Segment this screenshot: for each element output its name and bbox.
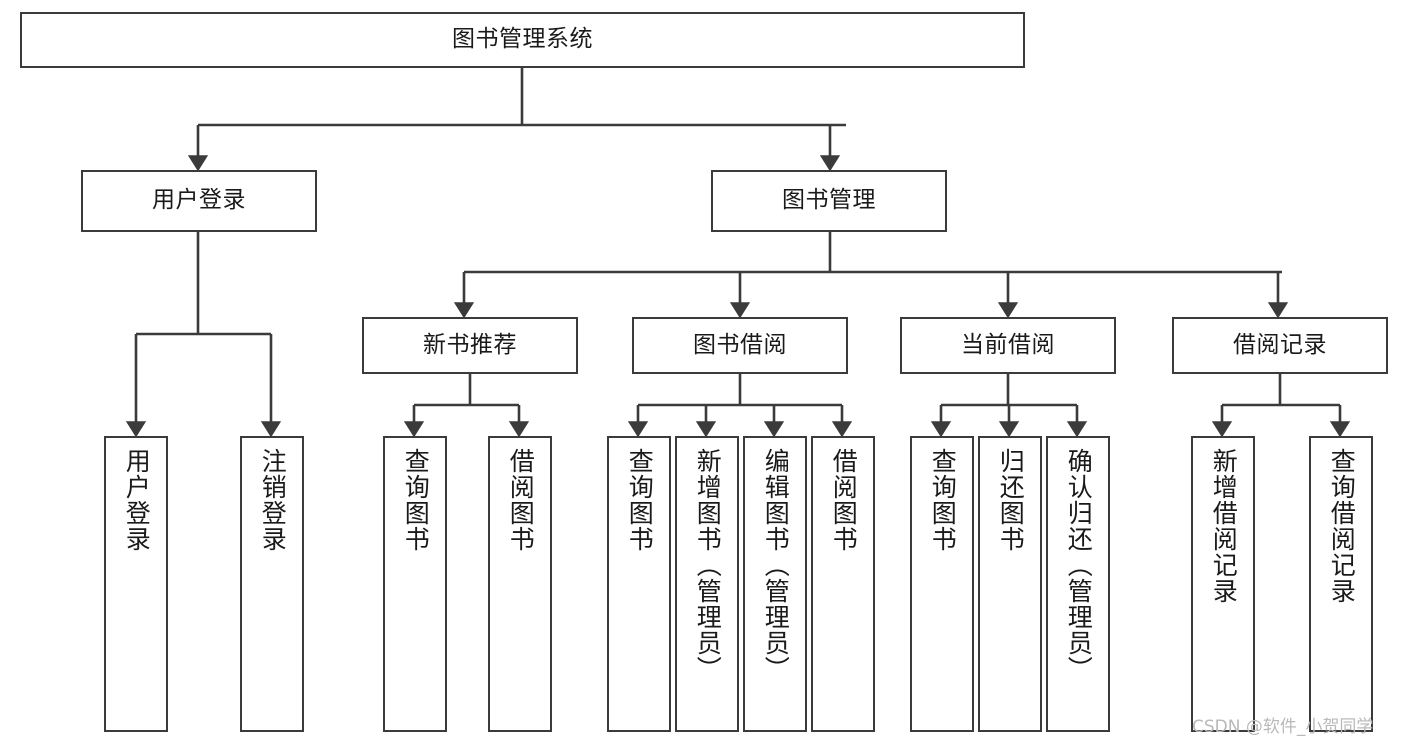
- leaf-edit-book[interactable]: 编辑图书（管理员）: [743, 436, 807, 732]
- leaf-confirm-return[interactable]: 确认归还（管理员）: [1046, 436, 1110, 732]
- node-user-login-label: 用户登录: [152, 187, 246, 214]
- leaf-logout-login[interactable]: 注销登录: [240, 436, 304, 732]
- leaf-return-book[interactable]: 归还图书: [978, 436, 1042, 732]
- leaf-edit-book-label: 编辑图书（管理员）: [761, 448, 791, 682]
- leaf-borrow-book-1[interactable]: 借阅图书: [488, 436, 552, 732]
- leaf-borrow-book-1-label: 借阅图书: [506, 448, 536, 552]
- csdn-watermark: CSDN @软件_小贺同学: [1192, 717, 1374, 737]
- leaf-user-login-label: 用户登录: [122, 448, 152, 552]
- node-borrow-record[interactable]: 借阅记录: [1172, 317, 1388, 374]
- node-book-management[interactable]: 图书管理: [711, 170, 947, 232]
- leaf-return-book-label: 归还图书: [996, 448, 1026, 552]
- node-current-borrow[interactable]: 当前借阅: [900, 317, 1116, 374]
- leaf-query-book-3-label: 查询图书: [928, 448, 958, 552]
- node-root-label: 图书管理系统: [452, 26, 593, 53]
- leaf-query-book-2-label: 查询图书: [625, 448, 655, 552]
- leaf-user-login[interactable]: 用户登录: [104, 436, 168, 732]
- leaf-query-book-1-label: 查询图书: [401, 448, 431, 552]
- leaf-add-book-label: 新增图书（管理员）: [693, 448, 723, 682]
- node-root[interactable]: 图书管理系统: [20, 12, 1025, 68]
- node-book-management-label: 图书管理: [782, 187, 876, 214]
- node-user-login[interactable]: 用户登录: [81, 170, 317, 232]
- node-book-borrow-label: 图书借阅: [693, 331, 787, 358]
- leaf-borrow-book-2[interactable]: 借阅图书: [811, 436, 875, 732]
- node-new-book-recommend[interactable]: 新书推荐: [362, 317, 578, 374]
- leaf-add-record[interactable]: 新增借阅记录: [1191, 436, 1255, 732]
- leaf-query-book-2[interactable]: 查询图书: [607, 436, 671, 732]
- leaf-borrow-book-2-label: 借阅图书: [829, 448, 859, 552]
- leaf-query-book-1[interactable]: 查询图书: [383, 436, 447, 732]
- leaf-confirm-return-label: 确认归还（管理员）: [1064, 448, 1094, 682]
- node-book-borrow[interactable]: 图书借阅: [632, 317, 848, 374]
- leaf-query-record[interactable]: 查询借阅记录: [1309, 436, 1373, 732]
- node-current-borrow-label: 当前借阅: [961, 331, 1055, 358]
- node-borrow-record-label: 借阅记录: [1233, 331, 1327, 358]
- leaf-query-book-3[interactable]: 查询图书: [910, 436, 974, 732]
- leaf-logout-login-label: 注销登录: [258, 448, 288, 552]
- node-new-book-recommend-label: 新书推荐: [423, 331, 517, 358]
- leaf-add-book[interactable]: 新增图书（管理员）: [675, 436, 739, 732]
- leaf-add-record-label: 新增借阅记录: [1209, 448, 1239, 604]
- leaf-query-record-label: 查询借阅记录: [1327, 448, 1357, 604]
